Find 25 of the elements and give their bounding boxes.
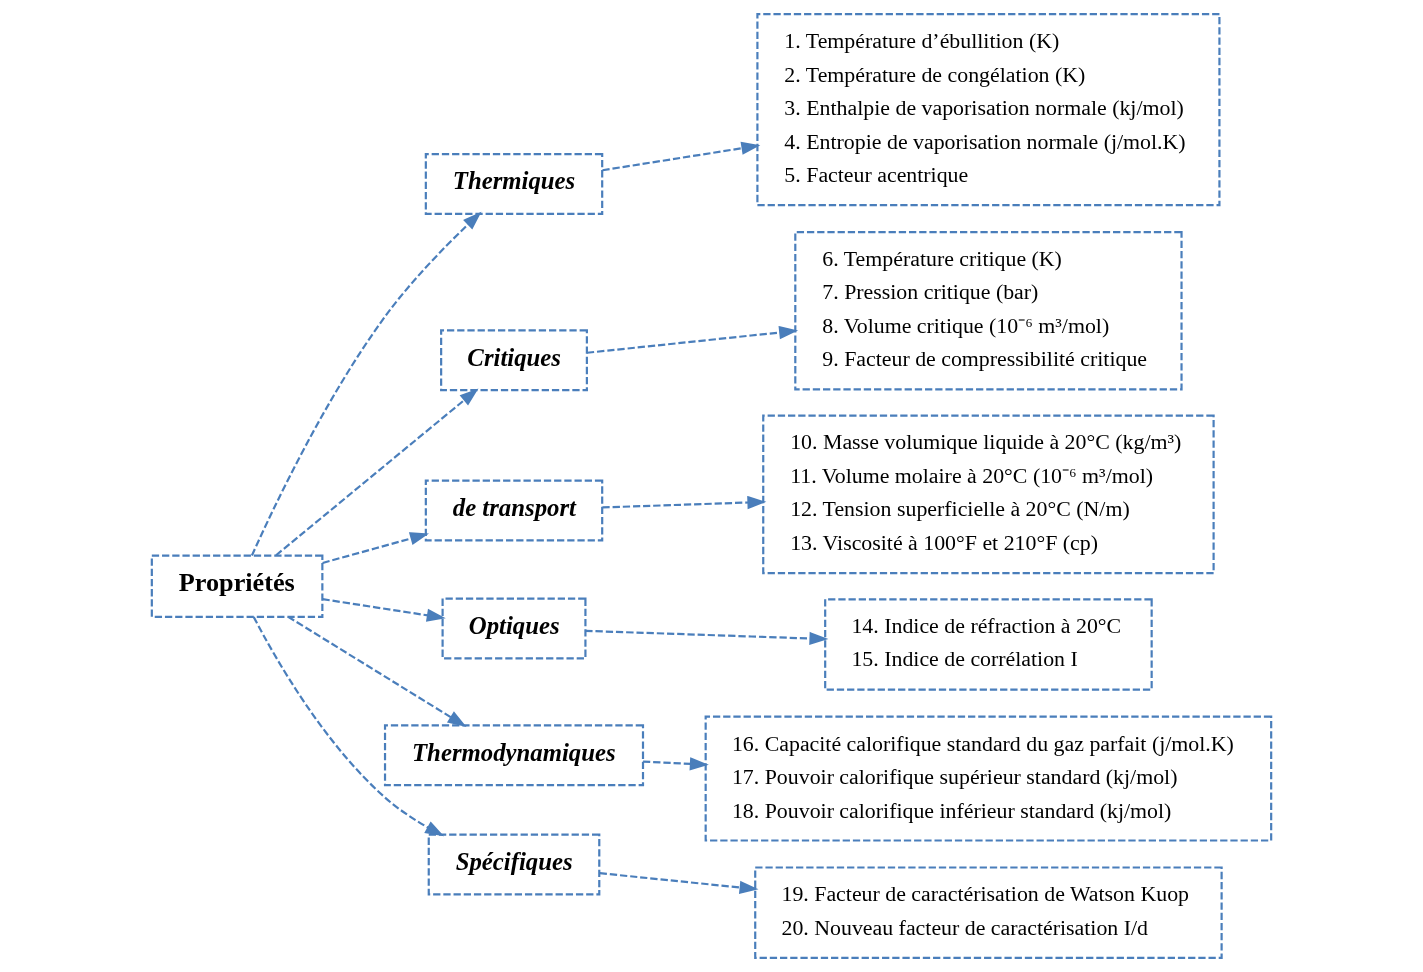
node-box: Thermodynamiques xyxy=(383,724,645,787)
node-box: Critiques xyxy=(440,329,588,392)
arrow xyxy=(602,495,767,510)
arrow xyxy=(602,141,761,172)
node-box: 10. Masse volumique liquide à 20°C (kg/m³) 11. Volume molaire à 20°C (10⁻⁶ m³/mol) 12. Tension superficielle à 20°C (N/m) 13. Viscosité à 100°F et 210°F (cp) xyxy=(762,414,1215,575)
arrow xyxy=(586,325,799,354)
node-box: Spécifiques xyxy=(427,833,601,896)
node-box: 19. Facteur de caractérisation de Watson Kuop 20. Nouveau facteur de caractérisation I/d xyxy=(754,866,1223,959)
node-box: 1. Température d’ébullition (K) 2. Température de congélation (K) 3. Enthalpie de vaporisation normale (kj/mol) 4. Entropie de vaporisation normale (j/mol.K) 5. Facteur acentrique xyxy=(756,13,1221,207)
node-box: Thermiques xyxy=(424,152,604,215)
node-box: Propriétés xyxy=(150,554,324,618)
node-box: de transport xyxy=(424,479,604,542)
node-box: Optiques xyxy=(441,597,587,660)
arrow xyxy=(275,388,479,557)
arrow xyxy=(322,598,446,622)
arrow xyxy=(585,629,829,646)
arrow xyxy=(643,757,709,771)
node-box: 16. Capacité calorifique standard du gaz parfait (j/mol.K) 17. Pouvoir calorifique supérieur standard (kj/mol) 18. Pouvoir calorifique inférieur standard (kj/mol) xyxy=(704,715,1273,842)
arrow xyxy=(250,211,482,556)
arrow xyxy=(287,615,467,727)
arrow xyxy=(599,872,759,895)
arrow xyxy=(252,616,445,837)
node-box: 14. Indice de réfraction à 20°C 15. Indice de corrélation I xyxy=(824,598,1153,691)
node-box: 6. Température critique (K) 7. Pression critique (bar) 8. Volume critique (10⁻⁶ m³/mol) 9. Facteur de compressibilité critique xyxy=(794,230,1183,391)
arrow xyxy=(322,532,429,564)
